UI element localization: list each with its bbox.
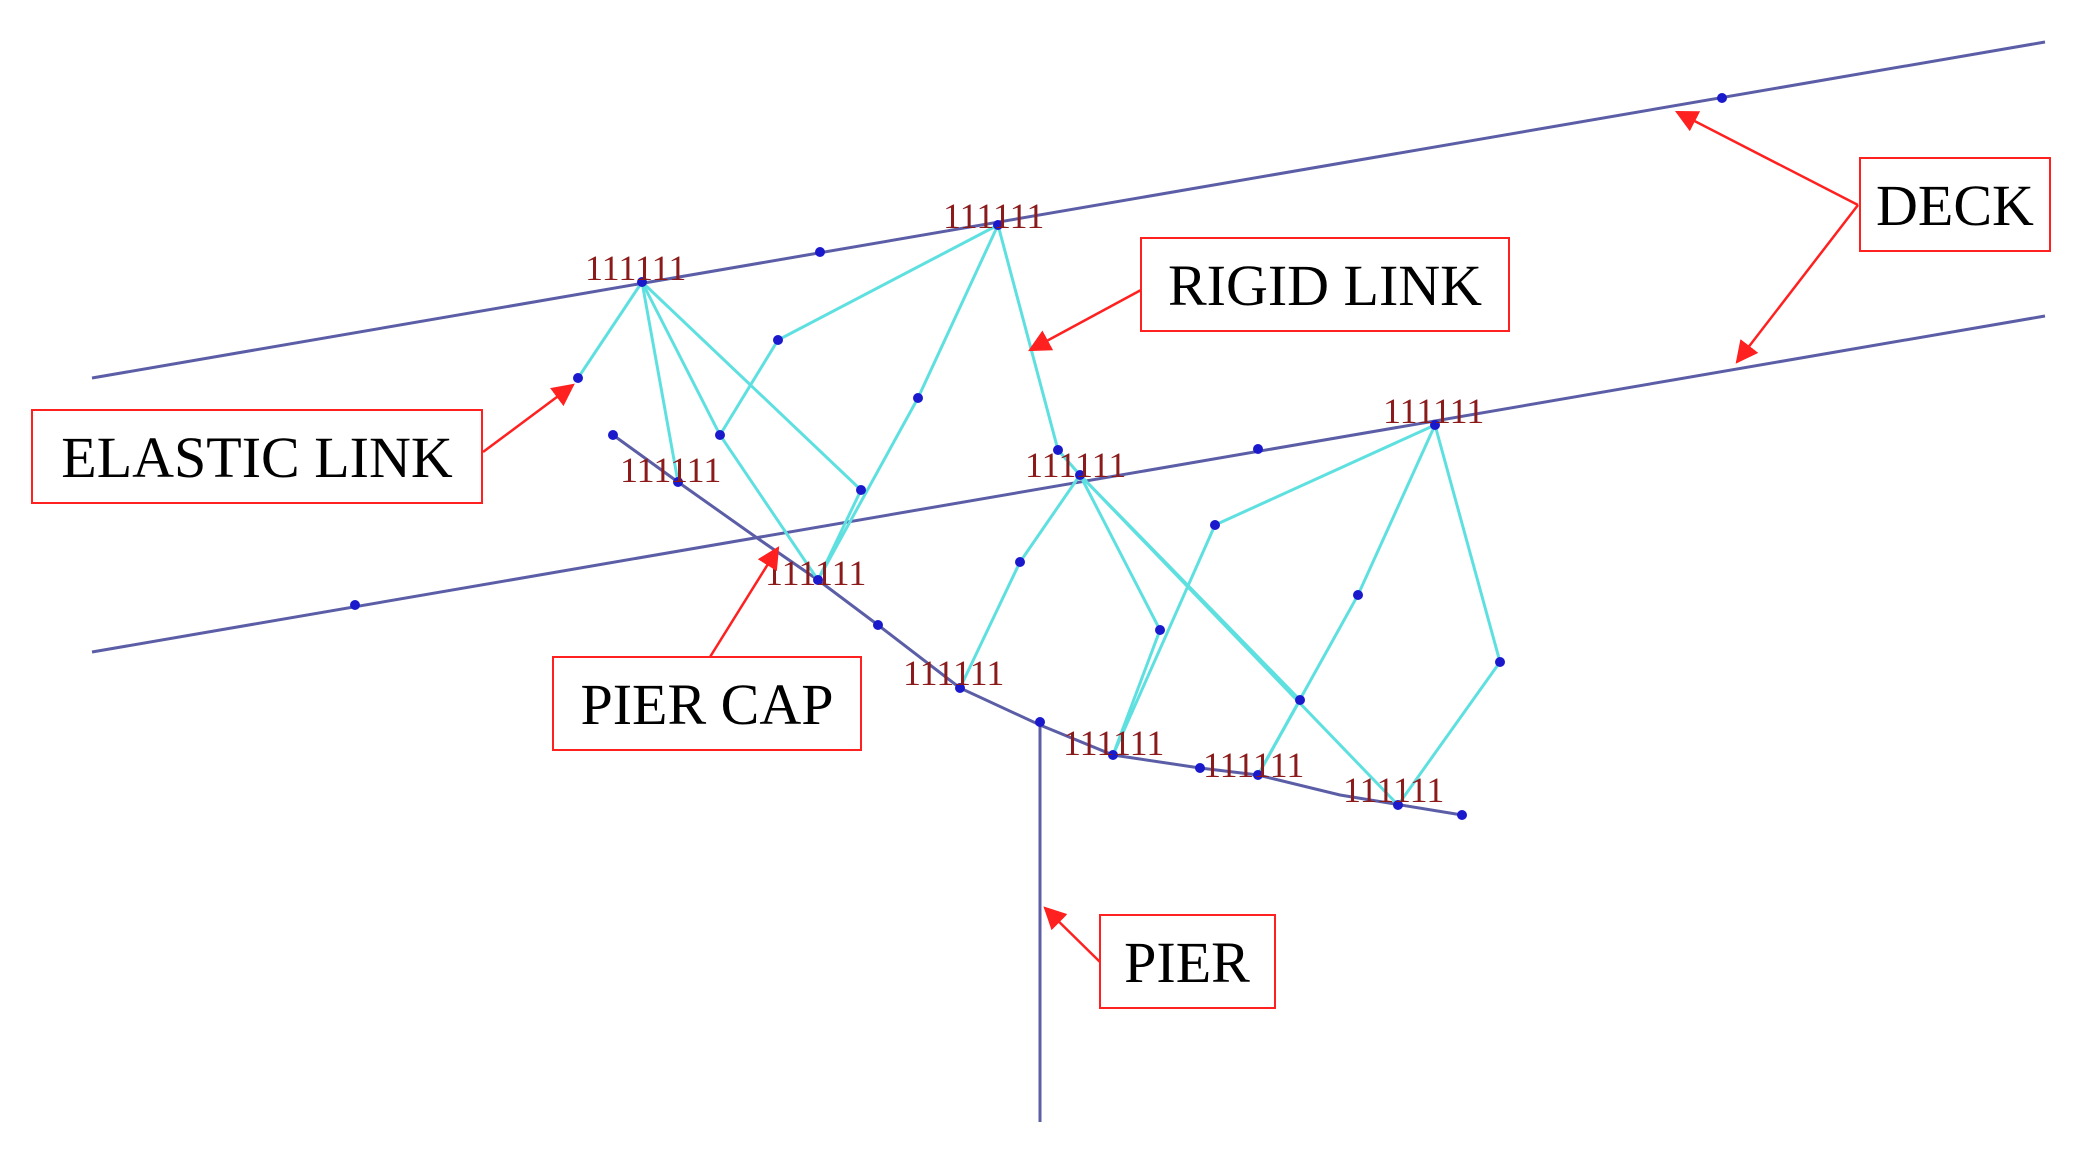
node (1155, 625, 1165, 635)
node-tag: 111111 (943, 196, 1044, 236)
node (773, 335, 783, 345)
label-pier-cap-text: PIER CAP (580, 672, 833, 737)
node (1253, 770, 1263, 780)
node (1495, 657, 1505, 667)
node (873, 620, 883, 630)
node (1717, 93, 1727, 103)
arrow-rigid-link (1028, 288, 1142, 352)
node (1075, 470, 1085, 480)
node (1210, 520, 1220, 530)
arrow-deck-lower (1735, 204, 1859, 364)
node-tag: 111111 (1025, 445, 1126, 485)
node (573, 373, 583, 383)
arrow-pier-cap (708, 546, 780, 658)
node (856, 485, 866, 495)
label-rigid-link: RIGID LINK (1140, 237, 1510, 332)
node (1353, 590, 1363, 600)
label-pier: PIER (1099, 914, 1276, 1009)
node (1430, 420, 1440, 430)
annotation-arrows (482, 110, 1859, 963)
arrow-pier (1043, 906, 1101, 963)
pier-structure (612, 433, 1463, 1122)
node (350, 600, 360, 610)
node (913, 393, 923, 403)
label-pier-text: PIER (1124, 930, 1250, 995)
node-tags: 111111 111111 111111 111111 111111 11111… (585, 196, 1484, 810)
node (1108, 750, 1118, 760)
label-deck: DECK (1859, 157, 2051, 252)
deck-girders (91, 40, 2046, 654)
arrow-deck-upper (1674, 110, 1859, 207)
node (1457, 810, 1467, 820)
node-tag: 111111 (903, 653, 1004, 693)
node (637, 277, 647, 287)
label-rigid-link-text: RIGID LINK (1168, 253, 1482, 318)
node (993, 220, 1003, 230)
node-tag: 111111 (1203, 745, 1304, 785)
node (1035, 717, 1045, 727)
label-deck-text: DECK (1876, 173, 2034, 238)
node (1015, 557, 1025, 567)
node-tag: 111111 (1383, 391, 1484, 431)
node-tag: 111111 (1063, 723, 1164, 763)
node-tag: 111111 (585, 248, 686, 288)
node (715, 430, 725, 440)
node (1253, 444, 1263, 454)
node (1195, 763, 1205, 773)
arrow-elastic-link (482, 383, 575, 454)
node-tag: 111111 (765, 553, 866, 593)
node-tag: 111111 (620, 450, 721, 490)
node (1393, 800, 1403, 810)
pier-cap-line (612, 433, 1463, 817)
node (608, 430, 618, 440)
deck-line-lower (91, 314, 2046, 654)
node (673, 477, 683, 487)
node-tag: 111111 (1343, 770, 1444, 810)
node (1053, 445, 1063, 455)
label-elastic-link-text: ELASTIC LINK (61, 425, 453, 490)
nodes (350, 93, 1727, 820)
node (955, 683, 965, 693)
label-elastic-link: ELASTIC LINK (31, 409, 483, 504)
deck-line-upper (91, 40, 2046, 380)
node (813, 575, 823, 585)
node (815, 247, 825, 257)
node (1295, 695, 1305, 705)
label-pier-cap: PIER CAP (552, 656, 862, 751)
